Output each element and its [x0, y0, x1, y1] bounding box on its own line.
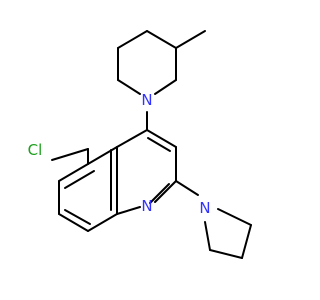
bond: [154, 79, 177, 95]
bond: [58, 163, 89, 182]
bond: [217, 208, 252, 226]
bond: [64, 209, 91, 225]
bond: [87, 213, 118, 232]
bond: [116, 206, 141, 215]
bond: [117, 30, 148, 49]
bond: [51, 148, 89, 161]
structure-diagram: Cl N N N: [28, 30, 252, 259]
atom-label-n-ring: N: [141, 197, 152, 215]
atom-label-n-pyrrolidine: N: [199, 199, 210, 217]
molecule-canvas: Cl N N N: [27, 30, 252, 259]
atom-label-n-piperidine: N: [141, 91, 152, 109]
atom-labels: Cl N N N: [28, 91, 211, 217]
bond: [146, 30, 177, 49]
bond: [116, 129, 148, 148]
bond: [154, 180, 177, 203]
bond: [209, 249, 243, 259]
bond: [147, 137, 171, 152]
atom-label-cl: Cl: [28, 141, 43, 159]
bond: [117, 79, 141, 95]
bond: [241, 224, 252, 259]
bond: [64, 170, 95, 189]
bond: [146, 129, 177, 148]
bond: [204, 221, 211, 251]
bond: [175, 180, 199, 196]
bond: [149, 183, 170, 204]
bonds: [51, 30, 252, 259]
bond: [58, 213, 89, 232]
bond: [87, 146, 118, 165]
bond: [175, 30, 206, 49]
